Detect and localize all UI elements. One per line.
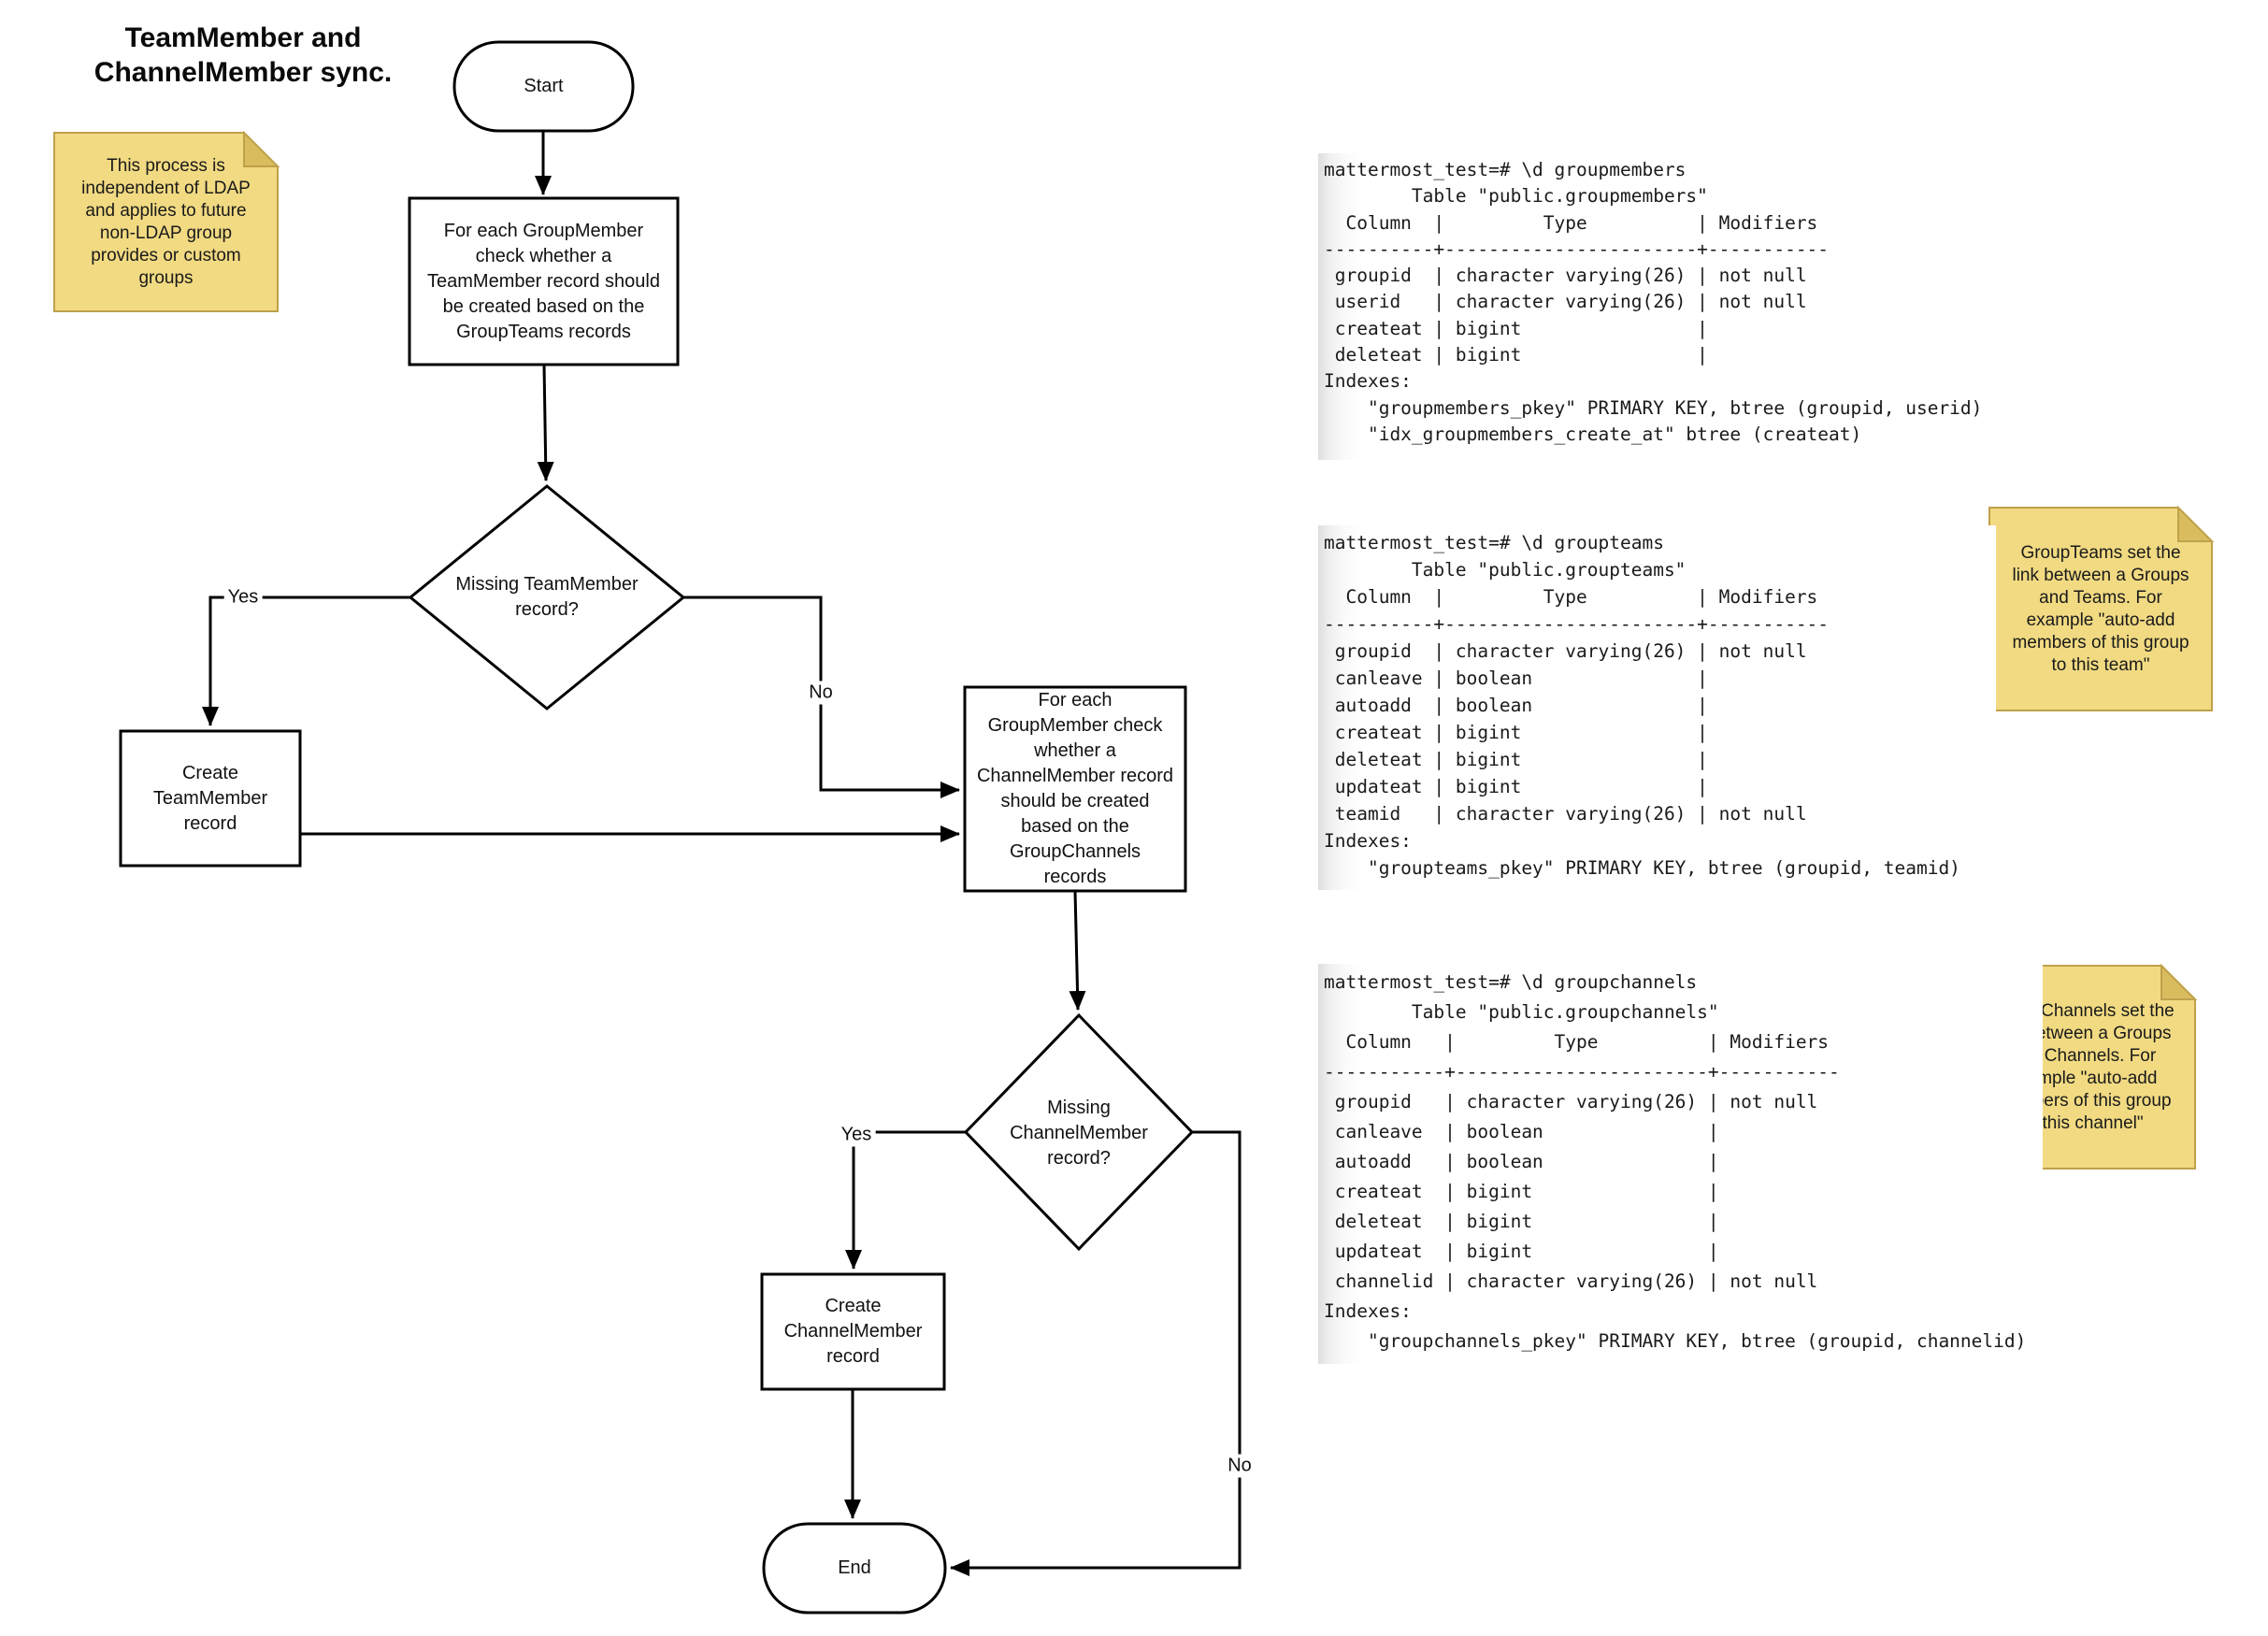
terminal-groupchannels: mattermost_test=# \d groupchannels Table…: [1318, 964, 2043, 1364]
edge-decision-team-yes: [202, 596, 410, 726]
process-team-label: For each GroupMember check whether a Tea…: [427, 220, 660, 342]
sticky-note-groupteams-fold: [2177, 505, 2215, 542]
sticky-note-ldap-fold: [243, 130, 280, 167]
edge-label-no-channel: No: [1224, 1454, 1256, 1478]
edge-label-yes-team: Yes: [223, 585, 263, 610]
process-channel-shape: [963, 685, 1187, 893]
decision-team-shape: [408, 484, 686, 710]
terminal-groupmembers: mattermost_test=# \d groupmembers Table …: [1318, 153, 2001, 460]
start-node-label: Start: [524, 76, 564, 96]
edge-label-no-team: No: [805, 681, 837, 705]
decision-channel-label: Missing ChannelMember record?: [1010, 1097, 1148, 1169]
edge-decision-channel-yes: [845, 1130, 966, 1270]
terminal-groupteams-text: mattermost_test=# \d groupteams Table "p…: [1324, 532, 1960, 879]
create-team-label: Create TeamMember record: [152, 762, 268, 834]
page-title: TeamMember and ChannelMember sync.: [93, 22, 393, 88]
edge-decision-channel-no: [950, 1130, 1242, 1576]
edge-label-yes-channel: Yes: [837, 1123, 876, 1147]
end-node-label: End: [838, 1557, 871, 1578]
edge-process-channel-to-decision-channel: [1069, 890, 1086, 1011]
decision-channel-shape: [963, 1012, 1195, 1252]
sticky-note-ldap-text: This process is independent of LDAP and …: [81, 155, 251, 288]
process-team-shape: [408, 196, 680, 366]
terminal-groupmembers-text: mattermost_test=# \d groupmembers Table …: [1324, 159, 1983, 445]
edge-process-team-to-decision-team: [537, 364, 554, 481]
terminal-groupteams: mattermost_test=# \d groupteams Table "p…: [1318, 525, 1996, 890]
sticky-note-ldap-shape: [53, 132, 279, 312]
create-channel-label: Create ChannelMember record: [783, 1296, 923, 1367]
sticky-note-groupteams-text: GroupTeams set the link between a Groups…: [2012, 542, 2189, 675]
start-node-shape: [452, 40, 635, 133]
decision-team-label: Missing TeamMember record?: [455, 574, 639, 620]
end-node-shape: [762, 1522, 947, 1614]
create-channel-shape: [760, 1272, 946, 1391]
terminal-groupchannels-text: mattermost_test=# \d groupchannels Table…: [1324, 971, 2027, 1352]
process-channel-label: For each GroupMember check whether a Cha…: [976, 690, 1174, 887]
sticky-note-groupchannels-fold: [2160, 963, 2198, 1000]
create-team-shape: [119, 729, 302, 868]
